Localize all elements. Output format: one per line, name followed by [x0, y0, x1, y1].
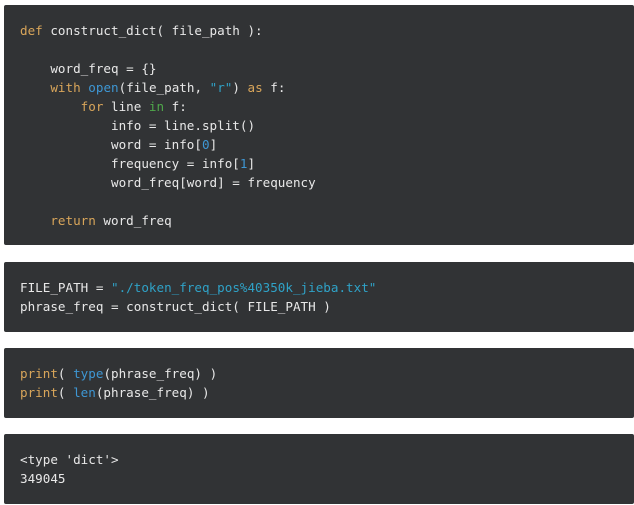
code-token [20, 99, 81, 114]
code-line: frequency = info[1] [20, 154, 255, 173]
code-token: 0 [201, 137, 210, 152]
code-token: "./token_freq_pos%40350k_jieba.txt" [111, 280, 377, 295]
code-line: FILE_PATH = "./token_freq_pos%40350k_jie… [20, 278, 376, 297]
code-token [20, 80, 50, 95]
code-token: frequency = info[ [20, 156, 240, 171]
code-token: "r" [209, 80, 233, 95]
code-line: for line in f: [20, 97, 187, 116]
code-line: def construct_dict( file_path ): [20, 21, 263, 40]
code-line: <type 'dict'> [20, 450, 119, 469]
code-line: word_freq[word] = frequency [20, 173, 316, 192]
code-token: construct_dict( file_path ): [42, 23, 263, 38]
code-token: 1 [239, 156, 248, 171]
code-line: with open(file_path, "r") as f: [20, 78, 285, 97]
code-token: as [247, 80, 263, 95]
output-cell: <type 'dict'> 349045 [4, 434, 634, 504]
code-line: print( len(phrase_freq) ) [20, 383, 210, 402]
code-line: return word_freq [20, 211, 172, 230]
code-token: 349045 [20, 471, 66, 486]
code-token: info = line.split() [20, 118, 256, 133]
code-line: phrase_freq = construct_dict( FILE_PATH … [20, 297, 331, 316]
code-token: FILE_PATH = [20, 280, 111, 295]
code-token: return [50, 213, 96, 228]
code-token: def [20, 23, 43, 38]
code-token: (phrase_freq) ) [103, 366, 218, 381]
code-token: ] [247, 156, 256, 171]
code-line: print( type(phrase_freq) ) [20, 364, 217, 383]
code-token: ] [209, 137, 218, 152]
code-token: open [88, 80, 119, 95]
code-token: type [73, 366, 104, 381]
code-cell-3[interactable]: print( type(phrase_freq) )print( len(phr… [4, 348, 634, 418]
code-token [20, 213, 50, 228]
code-token: in [148, 99, 165, 114]
code-line: info = line.split() [20, 116, 255, 135]
code-token: for [80, 99, 104, 114]
code-token: print [20, 385, 58, 400]
code-token: word = info[ [20, 137, 202, 152]
code-token: word_freq[word] = frequency [20, 175, 316, 190]
code-token: f: [262, 80, 286, 95]
code-token: (phrase_freq) ) [95, 385, 210, 400]
code-line: word = info[0] [20, 135, 217, 154]
code-token: <type 'dict'> [20, 452, 119, 467]
code-token: with [50, 80, 81, 95]
code-token: ( [57, 385, 74, 400]
code-token: word_freq = {} [20, 61, 157, 76]
code-cell-2[interactable]: FILE_PATH = "./token_freq_pos%40350k_jie… [4, 262, 634, 332]
code-line: 349045 [20, 469, 66, 488]
code-token: phrase_freq = construct_dict( FILE_PATH … [20, 299, 331, 314]
code-token: print [20, 366, 58, 381]
code-token: line [103, 99, 149, 114]
code-cell-1[interactable]: def construct_dict( file_path ): word_fr… [4, 5, 634, 245]
code-line: word_freq = {} [20, 59, 156, 78]
code-token: word_freq [95, 213, 172, 228]
code-token: ( [57, 366, 74, 381]
code-token: f: [164, 99, 187, 114]
code-token: ) [232, 80, 248, 95]
code-token: (file_path, [118, 80, 210, 95]
code-token: len [73, 385, 96, 400]
